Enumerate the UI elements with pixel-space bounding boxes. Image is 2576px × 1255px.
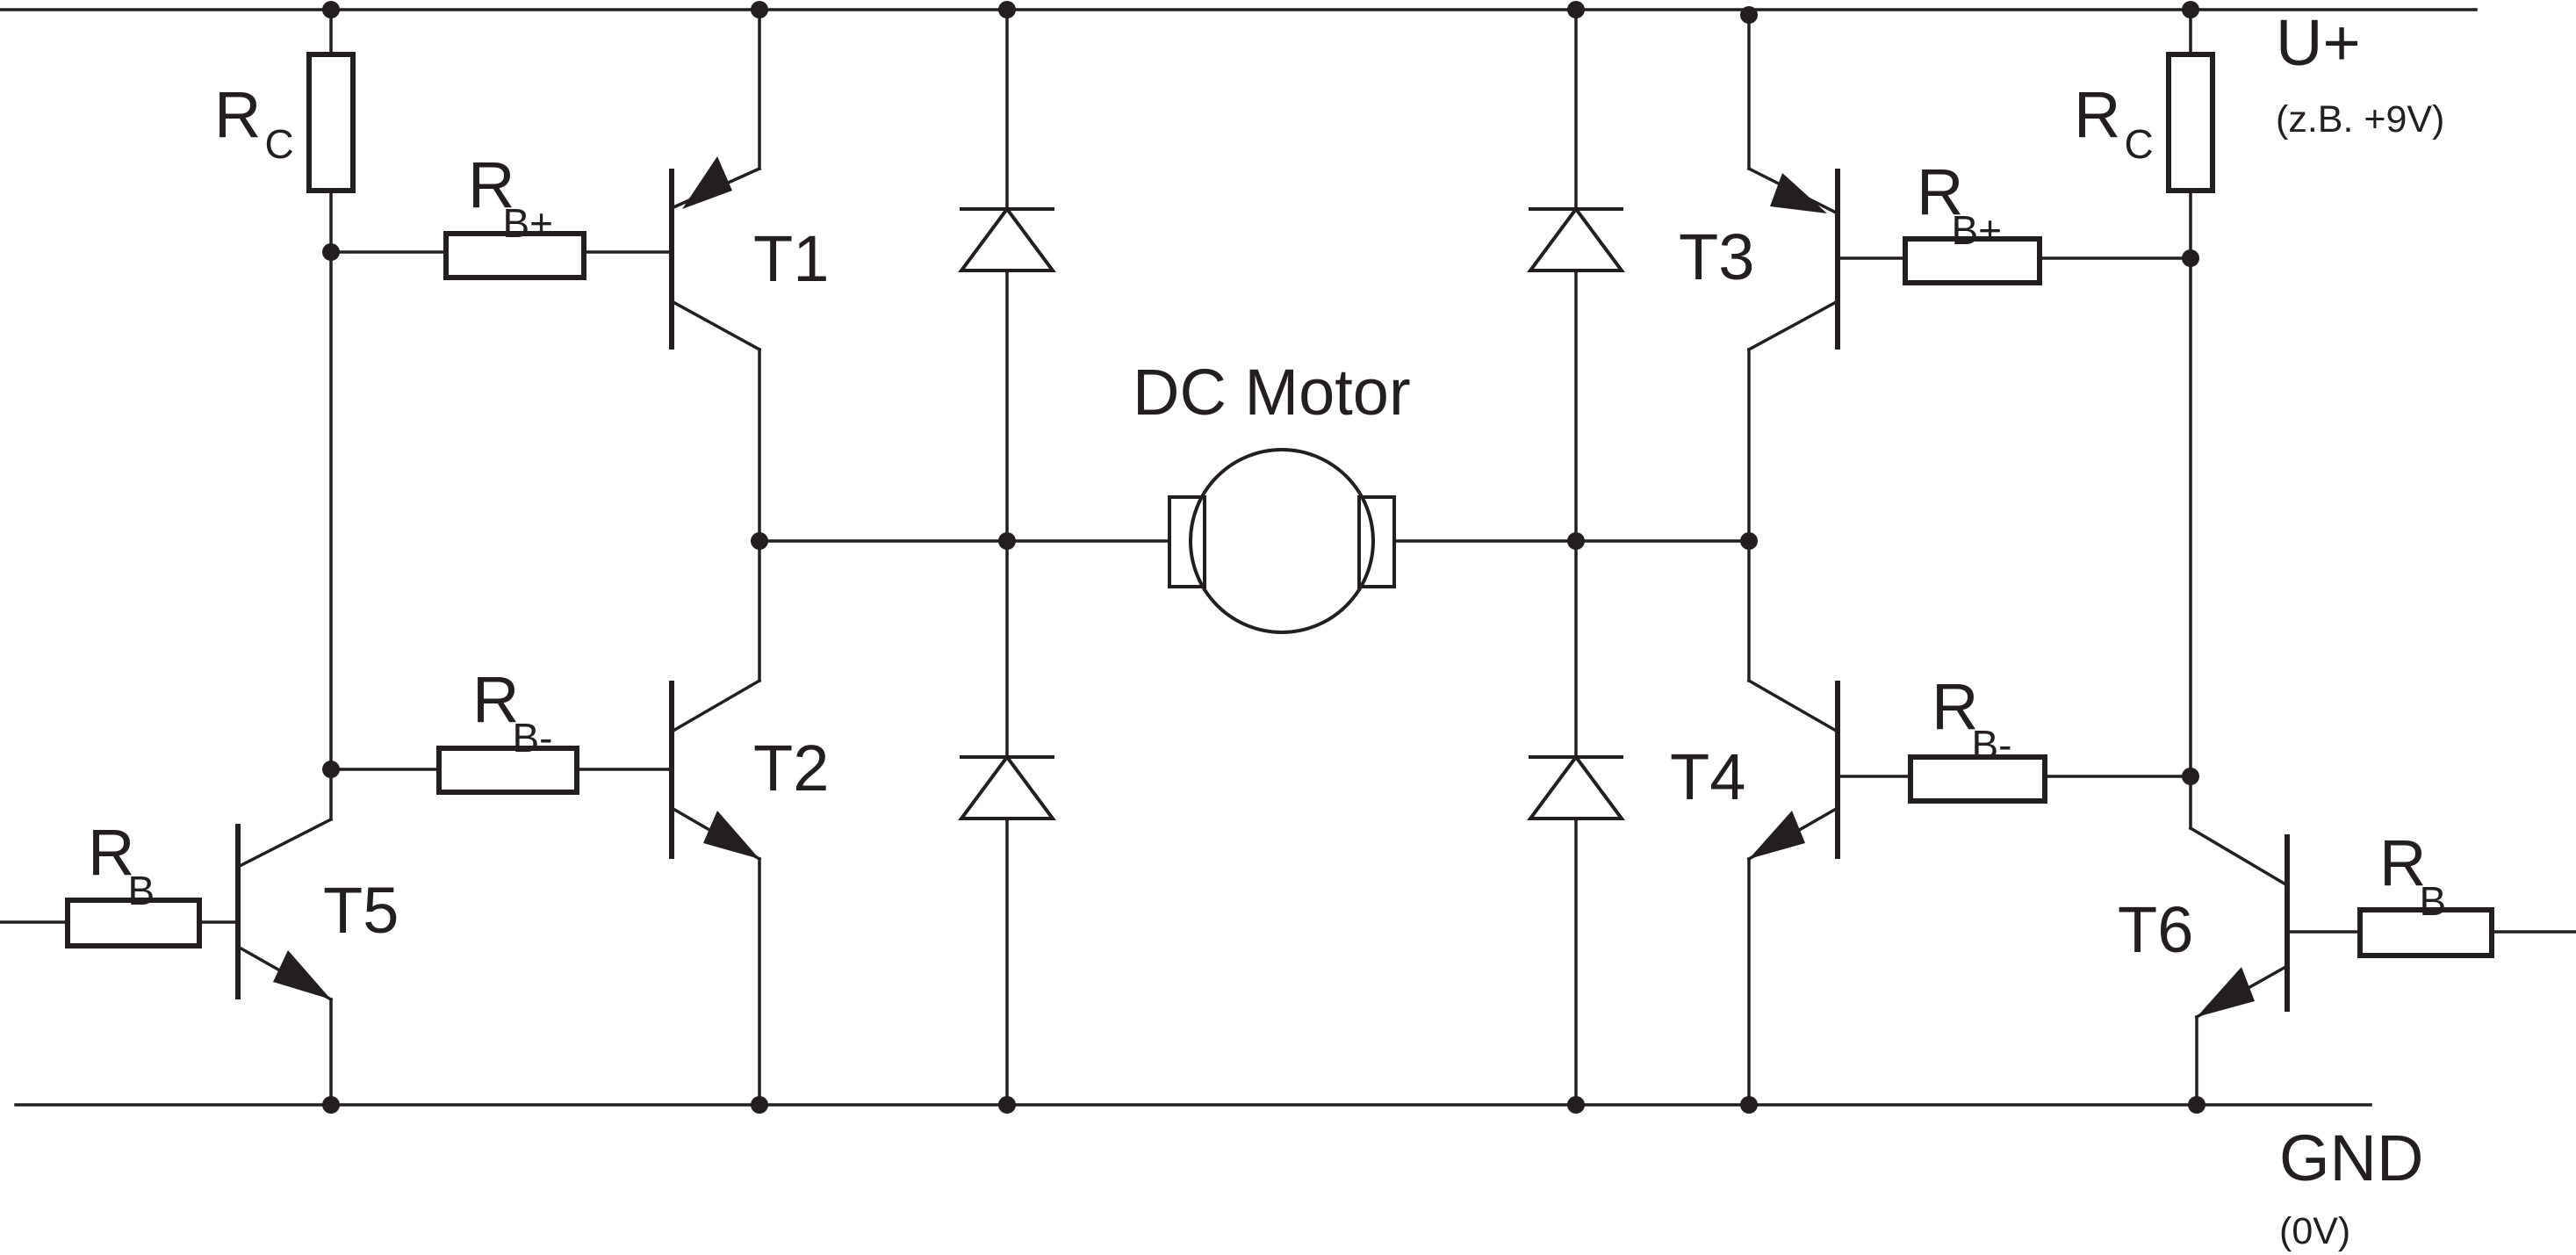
diode-d1	[958, 206, 1056, 272]
label-t2: T2	[753, 732, 829, 804]
supply-label: U+	[2276, 6, 2361, 79]
ground-label: GND	[2279, 1122, 2423, 1194]
label-t6: T6	[2118, 893, 2193, 966]
transistor-t5	[235, 817, 334, 1107]
supply-note: (z.B. +9V)	[2276, 98, 2444, 141]
resistor-rbp-right	[1903, 236, 2042, 285]
transistor-t1	[669, 8, 762, 543]
diode-d2	[958, 754, 1056, 820]
junction-dots	[322, 1, 2205, 1114]
label-t4: T4	[1670, 740, 1745, 813]
label-t5: T5	[323, 874, 399, 947]
transistor-t3	[1746, 13, 1840, 543]
resistor-rbp-left	[443, 231, 586, 280]
right-control-column	[1836, 8, 2576, 1107]
label-t1: T1	[753, 222, 829, 295]
transistor-t4	[1746, 539, 1840, 1107]
resistor-rbm-left	[436, 746, 579, 795]
resistor-rc-left	[306, 52, 356, 193]
resistor-rc-right	[2166, 52, 2215, 193]
resistor-rbm-right	[1908, 754, 2047, 804]
label-rc-right: RC	[2074, 78, 2154, 167]
diode-column-left	[958, 8, 1056, 1107]
resistor-rb-right	[2357, 907, 2494, 958]
label-rc-left: RC	[214, 78, 294, 167]
ground-note: (0V)	[2279, 1210, 2350, 1252]
transistor-t2	[669, 539, 762, 1107]
diode-d3	[1527, 206, 1625, 272]
left-control-column	[0, 8, 673, 1107]
diode-d4	[1527, 754, 1625, 820]
dc-motor	[758, 448, 1751, 634]
motor-label: DC Motor	[1133, 356, 1411, 429]
transistor-t6	[2188, 826, 2290, 1107]
label-t3: T3	[1679, 220, 1754, 293]
diode-column-right	[1527, 8, 1625, 1107]
